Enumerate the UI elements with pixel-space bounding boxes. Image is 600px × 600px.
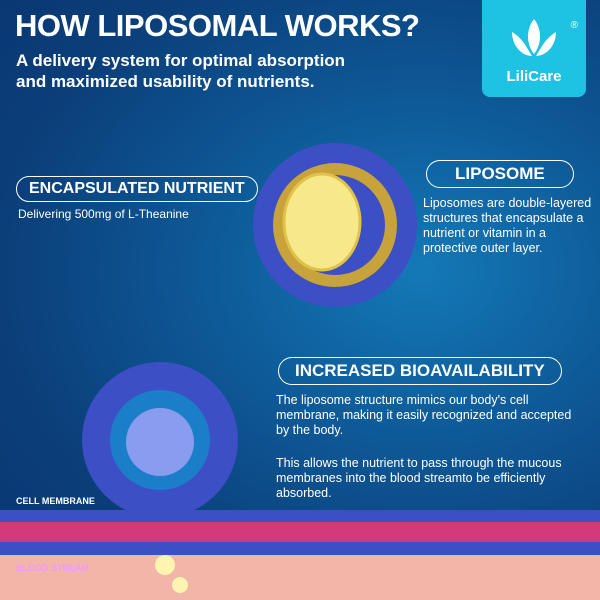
blood-stream-label: BLOOD STREAM: [16, 563, 89, 573]
encapsulated-nutrient-label: ENCAPSULATED NUTRIENT: [16, 176, 258, 202]
registered-mark: ®: [570, 20, 578, 31]
bioavailability-label: INCREASED BIOAVAILABILITY: [278, 357, 562, 385]
encapsulated-nutrient-text: Delivering 500mg of L-Theanine: [18, 207, 189, 221]
lotus-icon: [512, 19, 556, 56]
bioavailability-text-2: This allows the nutrient to pass through…: [276, 456, 562, 500]
subtitle-line-1: A delivery system for optimal absorption: [16, 51, 346, 70]
cell-membrane-illustration: [0, 362, 600, 600]
page-title: HOW LIPOSOMAL WORKS?: [15, 8, 420, 43]
bioavailability-text-1: The liposome structure mimics our body's…: [276, 393, 572, 437]
subtitle-line-2: and maximized usability of nutrients.: [16, 72, 315, 91]
liposome-text: Liposomes are double-layered structures …: [423, 196, 592, 255]
liposome-illustration: [253, 143, 417, 307]
brand-name: LiliCare: [506, 68, 562, 85]
subtitle: A delivery system for optimal absorption…: [16, 50, 416, 92]
liposome-label: LIPOSOME: [426, 160, 574, 188]
cell-membrane-label: CELL MEMBRANE: [16, 496, 95, 506]
brand-logo: ® LiliCare: [482, 0, 586, 97]
